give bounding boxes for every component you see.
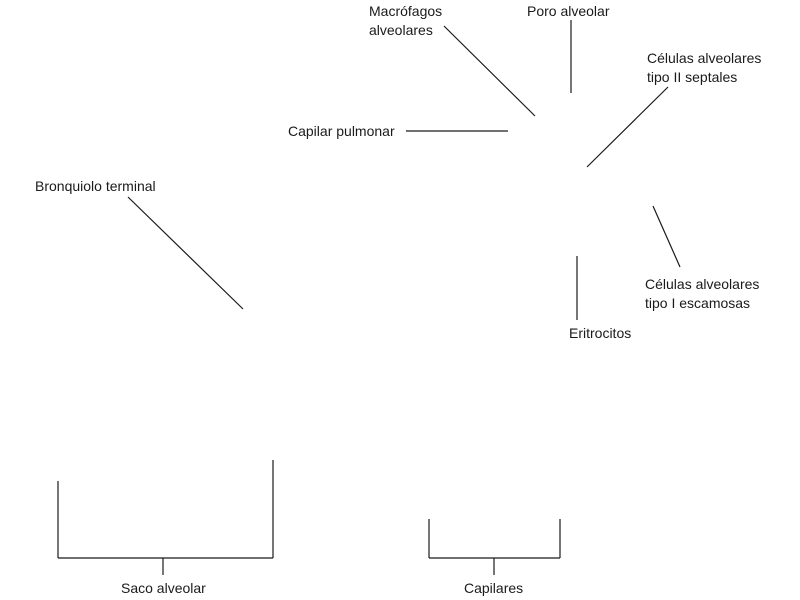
bracket-saco-alveolar: [57, 460, 274, 575]
label-capilares: Capilares: [464, 580, 524, 596]
label-capilar-pulmonar: Capilar pulmonar: [288, 123, 395, 139]
label-bronquiolo-terminal: Bronquiolo terminal: [35, 178, 156, 194]
leader-line-macrofagos: [443, 25, 536, 117]
label-saco-alveolar: Saco alveolar: [121, 580, 206, 596]
label-eritrocitos: Eritrocitos: [569, 325, 632, 341]
leader-line-bronquiolo: [127, 196, 244, 310]
leader-line-celulas-tipo1: [652, 205, 681, 268]
leader-line-celulas-tipo2: [586, 86, 669, 168]
label-celulas-alveolares-tipo-i: Células alveolares tipo I escamosas: [645, 276, 760, 311]
bracket-capilares: [428, 519, 561, 575]
label-celulas-alveolares-tipo-ii: Células alveolares tipo II septales: [647, 50, 762, 85]
label-macrofagos-alveolares: Macrófagos alveolares: [369, 3, 443, 38]
label-poro-alveolar: Poro alveolar: [527, 3, 610, 19]
